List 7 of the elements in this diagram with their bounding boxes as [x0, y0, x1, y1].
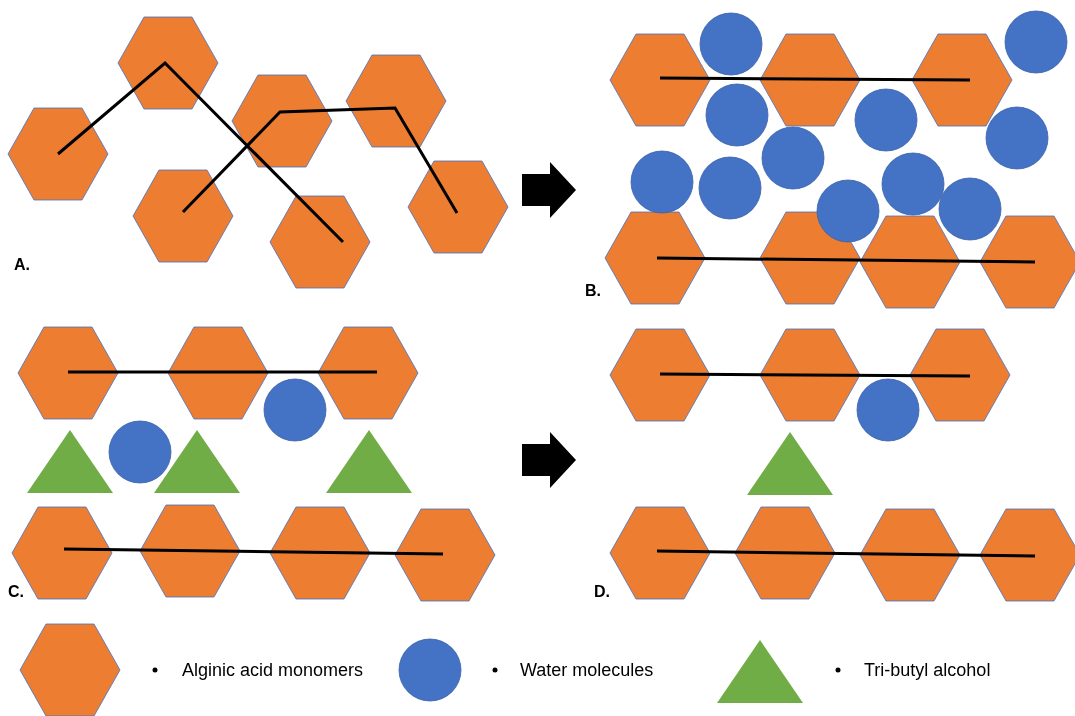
panel-label: A.: [14, 256, 30, 274]
legend-text: Tri-butyl alcohol: [864, 659, 991, 681]
panel-label: C.: [8, 583, 24, 601]
panel-label: D.: [594, 583, 610, 601]
legend-text: Water molecules: [520, 659, 654, 681]
legend-text: Alginic acid monomers: [182, 659, 364, 681]
panel-label: B.: [585, 282, 601, 300]
